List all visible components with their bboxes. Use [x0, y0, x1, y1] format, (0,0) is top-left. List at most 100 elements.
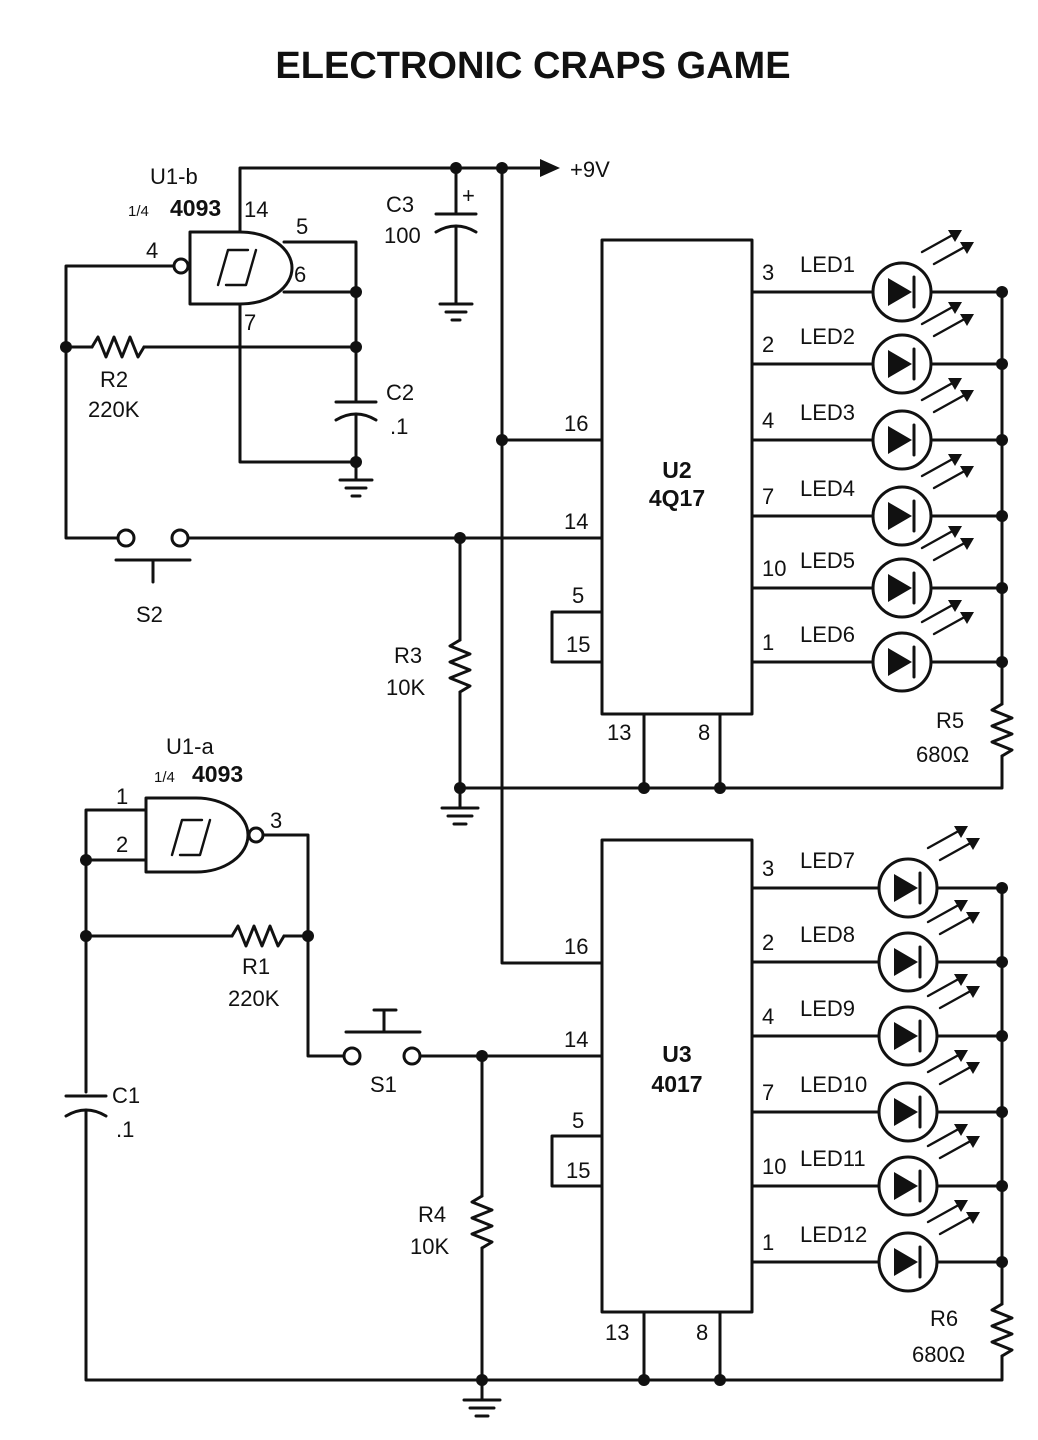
u3-part: 4017	[651, 1071, 702, 1097]
output-pin-number: 3	[762, 856, 774, 881]
led-label: LED9	[800, 996, 855, 1021]
c3-ref: C3	[386, 192, 414, 217]
led-label: LED7	[800, 848, 855, 873]
led-output-row: 4 LED3	[750, 378, 1008, 471]
r1-ref: R1	[242, 954, 270, 979]
u3-pin-vdd: 16	[564, 934, 588, 959]
gate-u1b: U1-b 1/4 4093 14 5 6 4 7 R2 220K	[60, 164, 362, 540]
capacitor-c1: C1 .1	[64, 1083, 1004, 1382]
r1-value: 220K	[228, 986, 280, 1011]
led-output-row: 7 LED4	[750, 454, 1008, 547]
u3-led-outputs: 3 LED7 2 LED8 4 LED9 7 LED10 10 LED11 1 LED12	[750, 826, 1008, 1293]
u1b-pin-in-a: 5	[296, 214, 308, 239]
r5-value: 680Ω	[916, 742, 969, 767]
led-diode-arrow	[894, 874, 918, 902]
r4-ref: R4	[418, 1202, 446, 1227]
led-diode-arrow	[888, 502, 912, 530]
u2-pin-clk: 14	[564, 509, 588, 534]
diagram-title: ELECTRONIC CRAPS GAME	[275, 45, 790, 87]
c1-ref: C1	[112, 1083, 140, 1108]
led-label: LED1	[800, 252, 855, 277]
ic-u3: U3 4017 16 14 5 15 13 8	[550, 838, 754, 1386]
led-label: LED8	[800, 922, 855, 947]
led-label: LED12	[800, 1222, 867, 1247]
led-output-row: 2 LED2	[750, 302, 1008, 395]
output-pin-number: 4	[762, 1004, 774, 1029]
c2-ref: C2	[386, 380, 414, 405]
led-diode-arrow	[894, 948, 918, 976]
output-pin-number: 3	[762, 260, 774, 285]
output-pin-number: 10	[762, 1154, 786, 1179]
s2-ref: S2	[136, 602, 163, 627]
output-pin-number: 2	[762, 930, 774, 955]
u3-pin-rst-b: 15	[566, 1158, 590, 1183]
output-pin-number: 4	[762, 408, 774, 433]
u1a-pin-out: 3	[270, 808, 282, 833]
r3-value: 10K	[386, 675, 425, 700]
supply-label: +9V	[570, 157, 610, 182]
output-pin-number: 10	[762, 556, 786, 581]
led-label: LED4	[800, 476, 855, 501]
output-pin-number: 2	[762, 332, 774, 357]
u1b-pin-vcc: 14	[244, 197, 268, 222]
output-pin-number: 1	[762, 1230, 774, 1255]
led-label: LED6	[800, 622, 855, 647]
led-output-row: 4 LED9	[750, 974, 1008, 1067]
led-output-row: 10 LED11	[750, 1124, 1008, 1217]
led-output-row: 2 LED8	[750, 900, 1008, 993]
r2-value: 220K	[88, 397, 140, 422]
led-diode-arrow	[894, 1098, 918, 1126]
u1a-part: 4093	[192, 761, 243, 787]
resistor-r4: R4 10K	[410, 1054, 502, 1418]
c2-value: .1	[390, 414, 408, 439]
u3-pin-clk: 14	[564, 1027, 588, 1052]
switch-s2: S2	[114, 528, 604, 627]
r4-value: 10K	[410, 1234, 449, 1259]
c3-value: 100	[384, 223, 421, 248]
output-pin-number: 7	[762, 484, 774, 509]
u2-ref: U2	[662, 457, 691, 483]
capacitor-c2: C2 .1	[334, 380, 414, 498]
u1b-part: 4093	[170, 195, 221, 221]
u1b-pin-in-b: 6	[294, 262, 306, 287]
s1-ref: S1	[370, 1072, 397, 1097]
u2-part: 4Q17	[649, 485, 705, 511]
resistor-r5: R5 680Ω	[916, 290, 1014, 767]
led-label: LED10	[800, 1072, 867, 1097]
r2-ref: R2	[100, 367, 128, 392]
led-diode-arrow	[888, 350, 912, 378]
u1b-ref: U1-b	[150, 164, 198, 189]
led-output-row: 7 LED10	[750, 1050, 1008, 1143]
r6-value: 680Ω	[912, 1342, 965, 1367]
led-output-row: 3 LED7	[750, 826, 1008, 919]
u1b-fraction: 1/4	[128, 203, 149, 220]
output-pin-number: 7	[762, 1080, 774, 1105]
u1a-pin-in-b: 2	[116, 832, 128, 857]
r6-ref: R6	[930, 1306, 958, 1331]
u2-pin-rst-b: 15	[566, 632, 590, 657]
led-output-row: 3 LED1	[750, 230, 1008, 323]
led-diode-arrow	[894, 1022, 918, 1050]
u1b-pin-out: 4	[146, 238, 158, 263]
u1a-pin-in-a: 1	[116, 784, 128, 809]
led-label: LED2	[800, 324, 855, 349]
u3-pin-en: 13	[605, 1320, 629, 1345]
u2-pin-en: 13	[607, 720, 631, 745]
led-diode-arrow	[888, 278, 912, 306]
led-label: LED11	[800, 1146, 866, 1171]
u1a-fraction: 1/4	[154, 769, 175, 786]
supply-rail: +9V	[238, 157, 610, 965]
led-diode-arrow	[888, 426, 912, 454]
u1a-ref: U1-a	[166, 734, 214, 759]
ic-u2: U2 4Q17 16 14 5 15 13 8	[550, 238, 754, 794]
r3-ref: R3	[394, 643, 422, 668]
resistor-r6: R6 680Ω	[912, 886, 1014, 1367]
u3-pin-gnd: 8	[696, 1320, 708, 1345]
led-label: LED3	[800, 400, 855, 425]
resistor-r3: R3 10K	[386, 536, 472, 790]
u2-pin-rst-a: 5	[572, 583, 584, 608]
u3-ref: U3	[662, 1041, 691, 1067]
gate-u1a: U1-a 1/4 4093 1 2 3 R1 220K	[80, 734, 346, 1094]
